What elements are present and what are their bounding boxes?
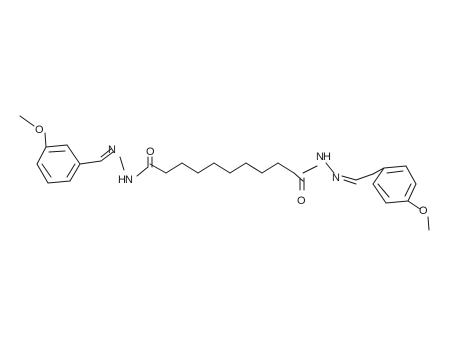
left-methoxy-group: O <box>19 115 47 148</box>
atom-o-left-carbonyl: O <box>146 146 155 158</box>
atom-n-right-amide: N <box>316 151 324 163</box>
atom-o-left-methoxy: O <box>35 124 44 136</box>
right-benzene-ring <box>372 165 417 204</box>
right-hydrazone-linkage: N H N <box>302 151 374 185</box>
right-methoxy-group: O <box>407 200 430 231</box>
left-hydrazone-linkage: N N H <box>79 144 149 186</box>
atom-n-left-imine: N <box>108 144 116 156</box>
atom-o-right-methoxy: O <box>419 205 428 217</box>
alkyl-chain <box>149 162 295 174</box>
atom-n-right-imine: N <box>332 172 340 184</box>
atom-o-right-carbonyl: O <box>297 195 306 207</box>
atom-h-left-amide: H <box>118 174 126 186</box>
left-benzene-ring <box>36 144 81 184</box>
atom-n-left-amide: N <box>125 174 133 186</box>
atom-h-right-amide: H <box>323 151 331 163</box>
right-carbonyl-group: O <box>293 172 306 207</box>
